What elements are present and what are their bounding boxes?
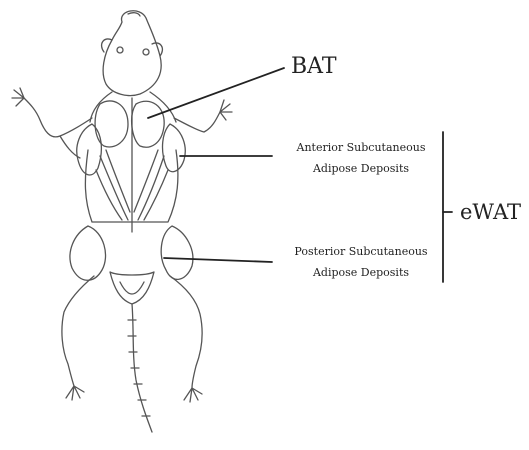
- forelimb-left: [24, 98, 92, 137]
- posterior-label-line1: Posterior Subcutaneous: [276, 241, 446, 262]
- hindfoot-left: [66, 386, 84, 400]
- bat-pad-left: [95, 101, 128, 147]
- rib-cage-left: [96, 150, 130, 220]
- anterior-label-line1: Anterior Subcutaneous: [276, 137, 446, 158]
- bat-pointer: [148, 68, 284, 118]
- bat-pad-right: [132, 101, 165, 147]
- bat-label: BAT: [291, 54, 337, 79]
- posterior-deposits-label: Posterior Subcutaneous Adipose Deposits: [276, 241, 446, 283]
- posterior-deposit-left: [70, 226, 106, 280]
- mouse-snout: [128, 13, 140, 16]
- hindlimb-right: [170, 276, 202, 388]
- anterior-label-line2: Adipose Deposits: [276, 158, 446, 179]
- tail-segments: [128, 320, 150, 416]
- posterior-label-line2: Adipose Deposits: [276, 262, 446, 283]
- ewat-label: eWAT: [460, 200, 521, 224]
- rib-cage-right: [134, 150, 168, 220]
- pelvis: [110, 272, 154, 304]
- forelimb-right: [174, 112, 220, 132]
- anterior-deposits-label: Anterior Subcutaneous Adipose Deposits: [276, 137, 446, 179]
- posterior-deposit-right: [161, 226, 193, 279]
- mouse-head: [103, 11, 161, 96]
- mouse-neck: [90, 92, 176, 122]
- anterior-deposit-right: [163, 124, 186, 172]
- posterior-pointer: [164, 258, 272, 262]
- mouse-eye-left: [117, 47, 123, 53]
- mouse-eye-right: [143, 49, 149, 55]
- hindlimb-left: [62, 276, 94, 386]
- pelvis-detail: [120, 282, 144, 294]
- hindfoot-right: [184, 388, 202, 402]
- forepaw-left: [12, 88, 24, 106]
- anterior-deposit-left: [77, 124, 102, 175]
- forepaw-right: [220, 100, 232, 120]
